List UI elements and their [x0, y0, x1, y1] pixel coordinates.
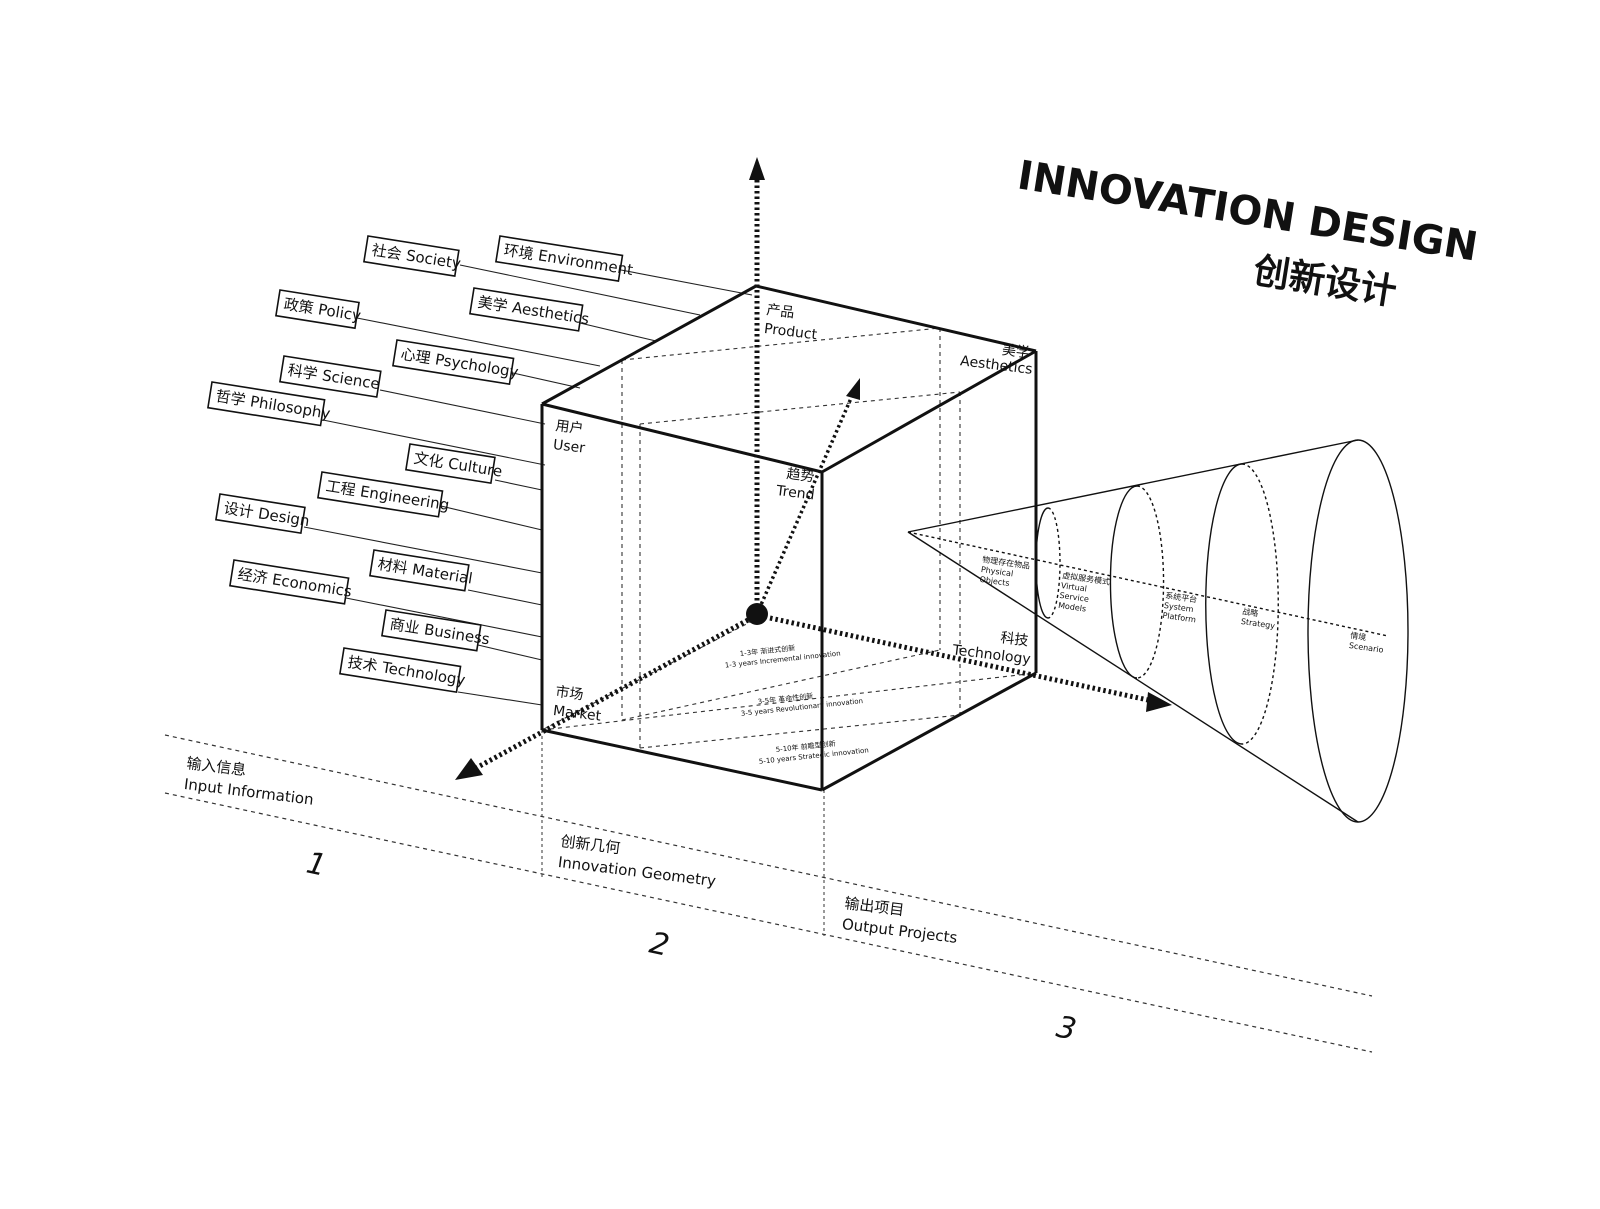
- cube-label-user-zh: 用户: [555, 417, 585, 437]
- cone-level-virtual: 虚拟服务模式 Virtual Service Models: [1058, 570, 1111, 614]
- stage-3-number: 3: [1053, 1010, 1079, 1048]
- left-axis-arrowhead: [455, 758, 483, 780]
- cube-label-market: 市场 Market: [552, 683, 602, 725]
- stage-3-en: Output Projects: [841, 915, 959, 947]
- stage-labels: 输入信息 Input Information 创新几何 Innovation G…: [183, 754, 1079, 1048]
- cube-label-market-zh: 市场: [555, 683, 585, 703]
- factor-chip-culture: 文化 Culture: [405, 443, 504, 485]
- factor-chip-philosophy: 哲学 Philosophy: [207, 381, 332, 427]
- cone-level-strategy: 战略 Strategy: [1240, 606, 1275, 631]
- time-horizons: 1-3年 渐进式创新 1-3 years Incremental innovat…: [725, 643, 870, 766]
- cube-label-aesthetics-zh: 美学: [1001, 342, 1031, 361]
- stage-2-en: Innovation Geometry: [557, 853, 717, 890]
- cube: [540, 284, 1038, 792]
- cube-label-product-zh: 产品: [766, 302, 796, 321]
- cone-level-strategy-zh: 战略: [1242, 606, 1259, 618]
- cone-level-scenario-zh: 情境: [1350, 630, 1367, 642]
- cone-level-virtual-en3: Models: [1058, 601, 1087, 614]
- cube-label-market-en: Market: [552, 703, 602, 725]
- origin-point: [746, 603, 768, 625]
- left-axis: [474, 617, 750, 771]
- cube-label-trend-zh: 趋势: [786, 466, 816, 485]
- cube-label-trend: 趋势 Trend: [774, 466, 816, 504]
- right-axis-arrowhead: [1146, 692, 1172, 712]
- cone-level-scenario-en1: Scenario: [1348, 641, 1384, 655]
- trend-axis-arrowhead: [846, 378, 860, 400]
- cone-level-system: 系统平台 System Platform: [1162, 590, 1198, 624]
- cube-labels: 产品 Product 美学 Aesthetics 用户 User 趋势 Tren…: [552, 302, 1033, 725]
- title-zh: 创新设计: [1251, 250, 1400, 313]
- cube-label-technology: 科技 Technology: [951, 630, 1032, 668]
- cone-level-strategy-en1: Strategy: [1240, 617, 1275, 631]
- factor-chip-environment: 环境 Environment: [495, 235, 634, 282]
- stage-2-label: 创新几何 Innovation Geometry: [557, 832, 717, 890]
- factor-chip-society: 社会 Society: [363, 235, 462, 277]
- factor-chip-material: 材料 Material: [369, 549, 474, 592]
- horizon-3: 5-10年 前瞻型创新 5-10 years Strategic innovat…: [759, 739, 870, 766]
- cube-label-user: 用户 User: [552, 417, 586, 457]
- right-axis: [769, 615, 1149, 703]
- factor-chip-science: 科学 Science: [279, 355, 382, 398]
- cone-level-virtual-en2: Service: [1059, 591, 1090, 604]
- cube-label-product-en: Product: [763, 321, 818, 343]
- cube-hidden-edges: [541, 327, 1037, 749]
- stage-1-label: 输入信息 Input Information: [183, 754, 315, 809]
- cone-level-physical-en1: Physical: [980, 565, 1013, 578]
- stage-2-number: 2: [646, 926, 672, 964]
- horizon-2: 3-5年 革命性创新 3-5 years Revolutionary innov…: [741, 691, 864, 718]
- factor-leaders: [303, 264, 753, 706]
- cone-level-physical-en2: Objects: [979, 575, 1010, 588]
- cone-level-system-zh: 系统平台: [1165, 590, 1198, 604]
- cube-label-product: 产品 Product: [763, 302, 818, 343]
- cone-level-virtual-en1: Virtual: [1060, 581, 1087, 594]
- output-cone: [907, 439, 1409, 823]
- cube-label-technology-zh: 科技: [1000, 630, 1030, 649]
- stage-3-label: 输出项目 Output Projects: [841, 894, 959, 947]
- input-factor-chips: 社会 Society 环境 Environment 政策 Policy 美学 A…: [207, 235, 634, 694]
- title-en: INNOVATION DESIGN: [1014, 152, 1480, 270]
- stage-1-number: 1: [303, 846, 329, 884]
- cone-level-physical: 物理存在物品 Physical Objects: [979, 554, 1031, 588]
- factor-chip-aesthetics: 美学 Aesthetics: [469, 287, 591, 332]
- factor-chip-design: 设计 Design: [215, 493, 311, 535]
- trend-axis: [755, 395, 854, 615]
- ground-strip: [164, 730, 1373, 1053]
- factor-chip-policy: 政策 Policy: [275, 289, 362, 330]
- title-block: INNOVATION DESIGN 创新设计: [1014, 152, 1480, 313]
- cube-label-user-en: User: [552, 437, 586, 457]
- factor-chip-technology: 技术 Technology: [339, 647, 467, 694]
- stage-1-en: Input Information: [183, 775, 315, 809]
- vertical-axis-arrowhead: [749, 157, 765, 180]
- cube-label-trend-en: Trend: [774, 483, 815, 504]
- factor-chip-engineering: 工程 Engineering: [317, 471, 451, 518]
- axes: [455, 157, 1172, 780]
- cone-level-system-en1: System: [1163, 601, 1194, 614]
- factor-chip-economics: 经济 Economics: [229, 559, 353, 605]
